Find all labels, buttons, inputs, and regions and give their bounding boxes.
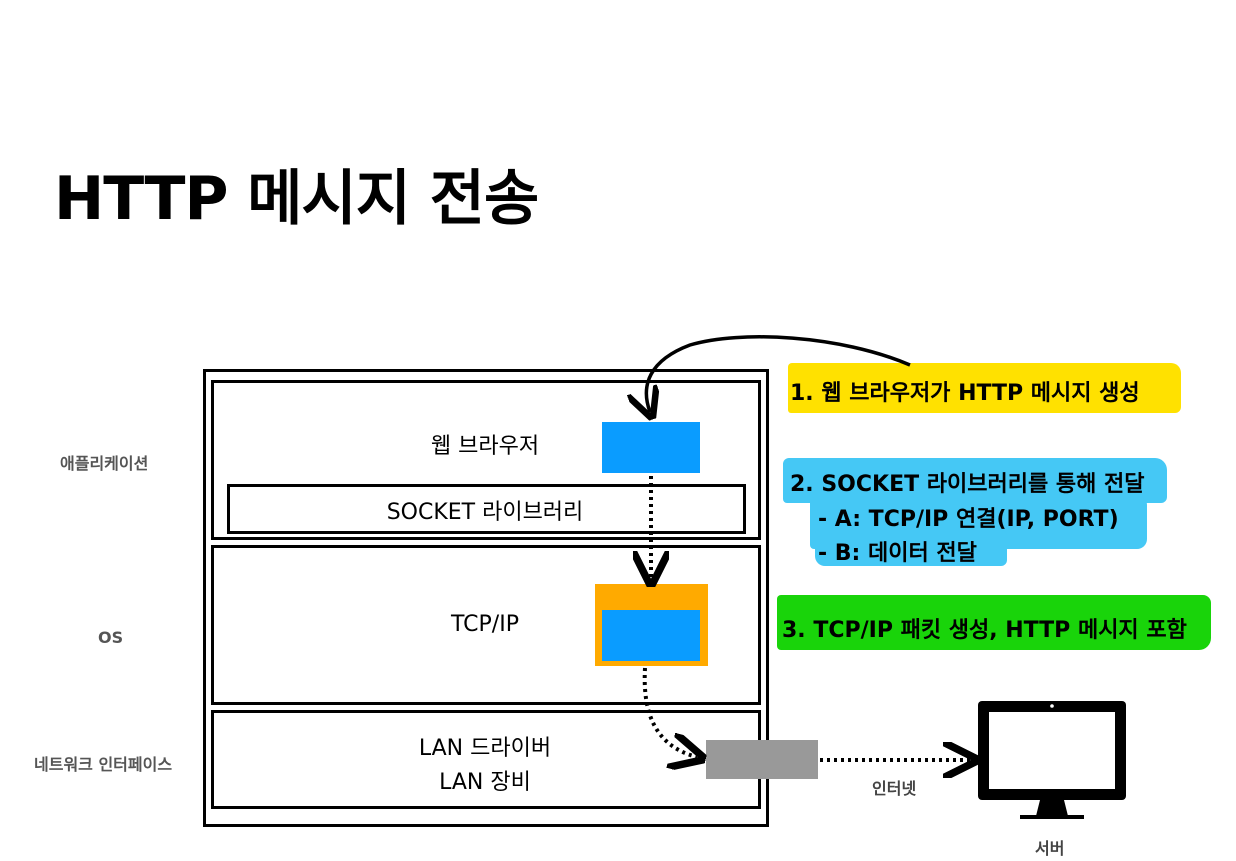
internet-label: 인터넷 (872, 779, 917, 798)
step3-highlight (777, 595, 1211, 650)
socket-library-box (227, 484, 746, 534)
side-label-network-interface: 네트워크 인터페이스 (34, 755, 173, 774)
side-label-application: 애플리케이션 (60, 454, 149, 473)
step2-highlight-line1 (783, 458, 1167, 503)
os-layer (211, 545, 761, 705)
web-browser-label: 웹 브라우저 (430, 434, 540, 459)
step3-note: 3. TCP/IP 패킷 생성, HTTP 메시지 포함 (782, 618, 1187, 643)
server-label: 서버 (1035, 839, 1065, 858)
application-layer (211, 380, 761, 540)
step1-note: 1. 웹 브라우저가 HTTP 메시지 생성 (790, 381, 1140, 406)
step2b-note: - B: 데이터 전달 (818, 541, 977, 566)
step2-note: 2. SOCKET 라이브러리를 통해 전달 (790, 472, 1145, 497)
layer-stack-frame (203, 369, 769, 827)
lan-device-block (706, 740, 818, 779)
lan-driver-label: LAN 드라이버 (418, 736, 552, 761)
page-title: HTTP 메시지 전송 (54, 164, 539, 234)
http-message-block (602, 422, 700, 473)
side-label-os: OS (98, 628, 124, 647)
server-monitor-icon (978, 701, 1126, 819)
packet-http-message-block (602, 610, 700, 661)
step2-highlight-line3 (815, 530, 1007, 566)
lan-device-label: LAN 장비 (439, 770, 531, 795)
tcp-ip-label: TCP/IP (451, 612, 519, 637)
socket-library-label: SOCKET 라이브러리 (386, 500, 584, 525)
step2a-note: - A: TCP/IP 연결(IP, PORT) (818, 507, 1119, 532)
